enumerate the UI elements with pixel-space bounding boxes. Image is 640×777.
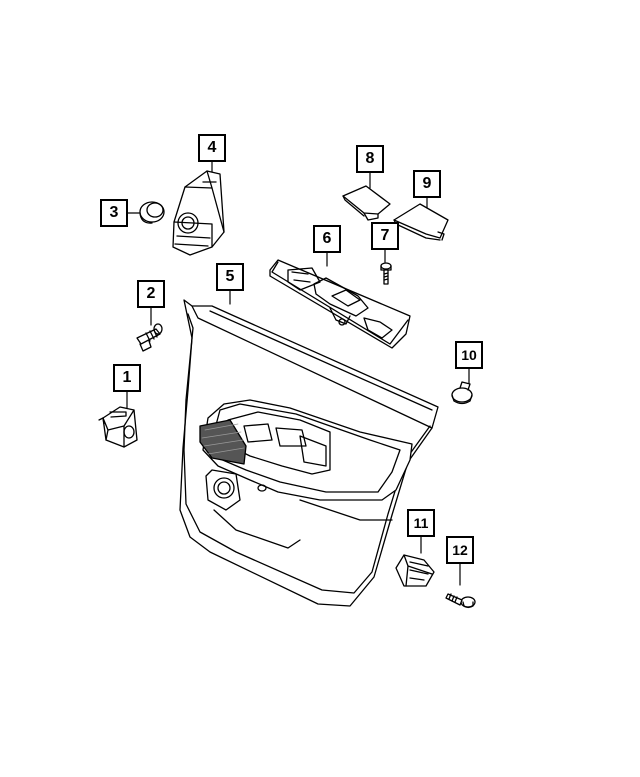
callout-4: 4 xyxy=(198,134,226,162)
part-1-bracket xyxy=(98,406,138,448)
part-5-door-panel xyxy=(179,299,439,607)
part-2-screw xyxy=(136,323,163,352)
callout-2: 2 xyxy=(137,280,165,308)
callout-1: 1 xyxy=(113,364,141,392)
part-6-switch-bezel xyxy=(269,259,411,349)
callout-9: 9 xyxy=(413,170,441,198)
callout-3: 3 xyxy=(100,199,128,227)
callout-6: 6 xyxy=(313,225,341,253)
part-3-knob xyxy=(139,201,165,224)
callout-7: 7 xyxy=(371,222,399,250)
leader-lines xyxy=(126,161,470,586)
part-4-trim-bezel xyxy=(172,170,225,256)
callout-5: 5 xyxy=(216,263,244,291)
part-12-screw xyxy=(445,593,476,609)
part-7-bolt xyxy=(380,262,392,285)
part-9-cover-plate xyxy=(393,203,449,241)
callout-10: 10 xyxy=(455,341,483,369)
part-8-cover-plate xyxy=(342,185,391,221)
callout-12: 12 xyxy=(446,536,474,564)
callout-8: 8 xyxy=(356,145,384,173)
callout-11: 11 xyxy=(407,509,435,537)
part-11-clip xyxy=(395,554,435,587)
part-10-push-pin xyxy=(451,381,473,405)
